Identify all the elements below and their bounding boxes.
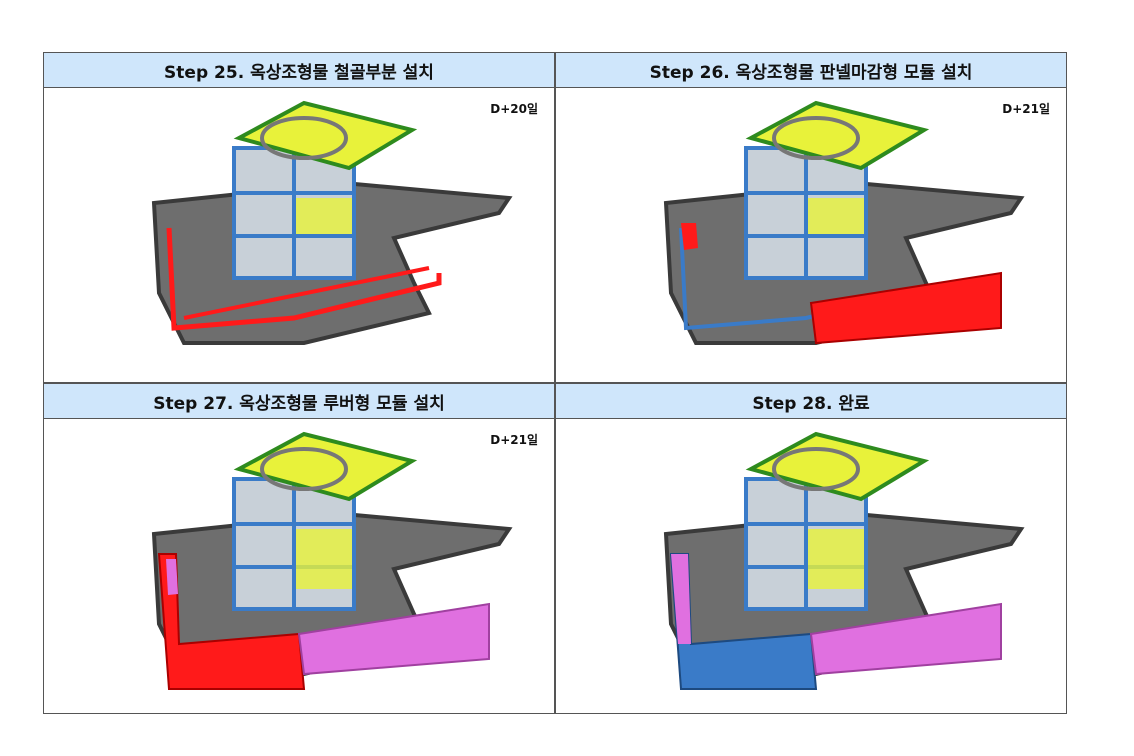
pink-panel-module bbox=[809, 602, 1002, 676]
building-frame bbox=[232, 146, 356, 280]
step-25-day: D+20일 bbox=[490, 102, 538, 116]
roof-grid bbox=[233, 100, 418, 171]
step-26-title: Step 26. 옥상조형물 판넬마감형 모듈 설치 bbox=[649, 62, 973, 83]
step-27-day: D+21일 bbox=[490, 433, 538, 447]
red-panel-module bbox=[809, 271, 1002, 345]
step-27-illustration bbox=[151, 431, 513, 690]
step-25-title: Step 25. 옥상조형물 철골부분 설치 bbox=[164, 62, 434, 83]
step-25-panel: D+20일 bbox=[43, 88, 555, 383]
construction-steps-table: Step 25. 옥상조형물 철골부분 설치 D+20일 bbox=[43, 52, 1067, 714]
step-28-title: Step 28. 완료 bbox=[752, 393, 870, 414]
step-26-illustration bbox=[663, 100, 1025, 345]
step-27-header: Step 27. 옥상조형물 루버형 모듈 설치 bbox=[43, 383, 555, 419]
step-25-illustration bbox=[151, 100, 513, 345]
step-28-header: Step 28. 완료 bbox=[555, 383, 1067, 419]
step-26-header: Step 26. 옥상조형물 판넬마감형 모듈 설치 bbox=[555, 52, 1067, 88]
pink-panel-module bbox=[297, 602, 490, 676]
step-26-panel: D+21일 bbox=[555, 88, 1067, 383]
red-railing bbox=[166, 227, 442, 331]
step-25-header: Step 25. 옥상조형물 철골부분 설치 bbox=[43, 52, 555, 88]
step-26-day: D+21일 bbox=[1002, 102, 1050, 116]
step-27-panel: D+21일 bbox=[43, 419, 555, 714]
step-28-panel bbox=[555, 419, 1067, 714]
step-28-illustration bbox=[663, 431, 1025, 690]
step-27-title: Step 27. 옥상조형물 루버형 모듈 설치 bbox=[153, 393, 445, 414]
